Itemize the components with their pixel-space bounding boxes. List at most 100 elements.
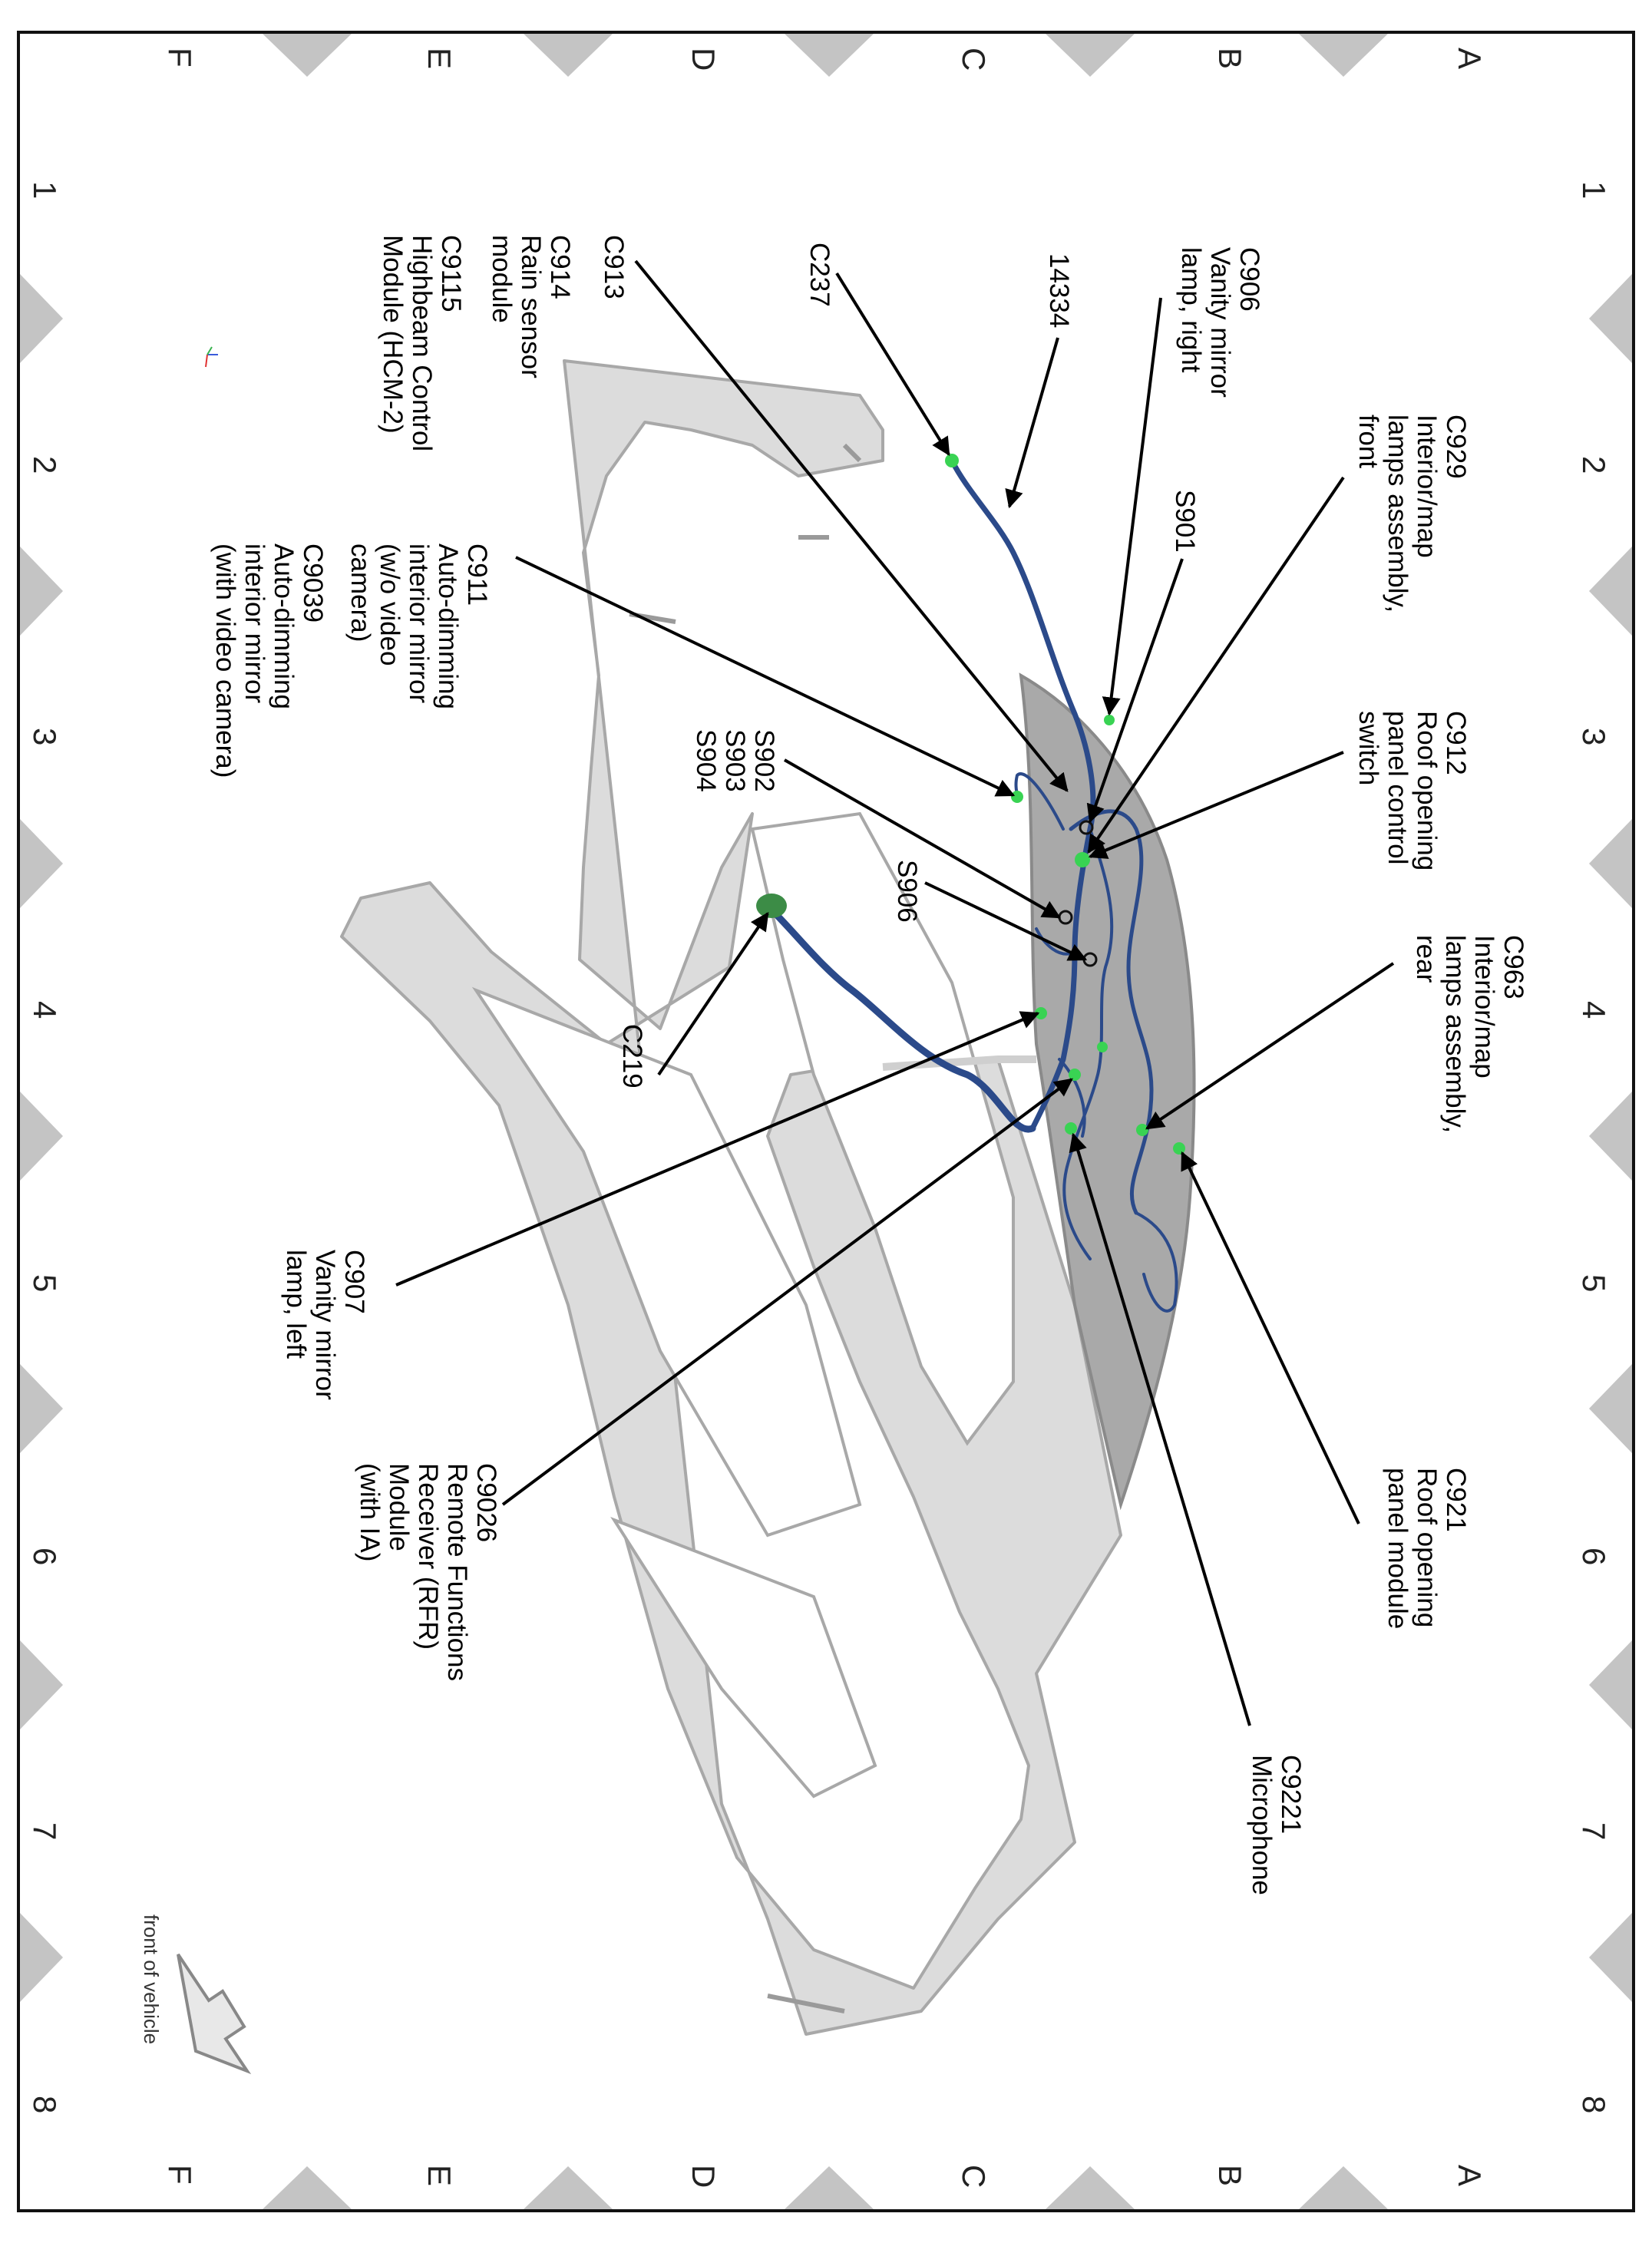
grid-column-label-left: 4 — [27, 1001, 63, 1019]
grid-marker — [1589, 1092, 1632, 1181]
grid-marker — [1589, 274, 1632, 363]
label-line: Auto-dimming — [269, 543, 299, 709]
label-line: S901 — [1170, 490, 1200, 553]
label-line: S902 — [749, 729, 779, 792]
label-line: lamps assembly, — [1440, 935, 1470, 1134]
connector-c9026 — [1069, 1069, 1081, 1081]
connector-c219 — [756, 894, 787, 918]
label-line: front — [1353, 415, 1383, 469]
label-line: lamp, right — [1176, 247, 1206, 373]
label-line: Rain sensor — [516, 235, 546, 378]
grid-column-label-right: 5 — [1576, 1274, 1612, 1293]
axis-triad — [205, 346, 218, 368]
label-line: 14334 — [1044, 253, 1074, 329]
label-line: S903 — [720, 729, 750, 792]
label-line: Roof opening — [1412, 711, 1442, 871]
grid-column-label-left: 6 — [27, 1548, 63, 1566]
label-line: C929 — [1441, 415, 1471, 479]
grid-column-label-right: 2 — [1576, 456, 1612, 474]
connector-c963 — [1136, 1124, 1148, 1136]
leader-c929 — [1087, 476, 1345, 854]
splice-s901 — [1079, 820, 1094, 835]
leader-c921 — [1181, 1151, 1360, 1525]
label-line: Module (HCM-2) — [378, 235, 408, 434]
label-line: (with video camera) — [210, 543, 240, 778]
grid-row-label-bottom: D — [686, 2165, 722, 2188]
grid-row-label-top: B — [1212, 48, 1248, 70]
diagram-frame — [17, 31, 1635, 2212]
grid-row-label-top: C — [956, 48, 992, 71]
label-line: C9221 — [1276, 1755, 1306, 1835]
grid-marker — [263, 2166, 352, 2209]
label-line: (with IA) — [355, 1463, 385, 1562]
grid-marker — [524, 2166, 613, 2209]
grid-marker — [20, 819, 63, 908]
connector-c237 — [945, 454, 959, 467]
front-of-vehicle-note: front of vehicle — [140, 1914, 163, 2045]
grid-column-label-right: 8 — [1576, 2096, 1612, 2114]
label-line: C911 — [462, 543, 492, 606]
leader-s902 — [784, 758, 1062, 919]
grid-column-label-right: 7 — [1576, 1822, 1612, 1841]
grid-column-label-right: 3 — [1576, 728, 1612, 746]
label-line: C9026 — [471, 1463, 501, 1543]
grid-marker — [1589, 1364, 1632, 1453]
label-line: switch — [1353, 711, 1383, 786]
leader-c912 — [1088, 751, 1344, 859]
label-line: lamps assembly, — [1383, 415, 1412, 613]
label-line: rear — [1411, 935, 1441, 983]
grid-row-label-bottom: B — [1212, 2165, 1248, 2187]
leader-c9026 — [501, 1078, 1073, 1506]
label-line: panel control — [1383, 711, 1412, 865]
label-c237: C237 — [805, 243, 834, 307]
leader-c237 — [835, 272, 950, 457]
label-s906: S906 — [892, 860, 922, 923]
label-line: Receiver (RFR) — [413, 1463, 443, 1650]
label-line: C912 — [1441, 711, 1471, 775]
grid-marker — [785, 2166, 874, 2209]
label-line: Interior/map — [1469, 935, 1499, 1079]
label-14334: 14334 — [1044, 253, 1074, 329]
connectors — [756, 454, 1185, 1155]
leader-c906 — [1102, 297, 1162, 716]
label-line: Auto-dimming — [433, 543, 463, 709]
leader-c907 — [395, 1011, 1040, 1287]
leader-s901 — [1086, 558, 1184, 824]
label-line: Remote Functions — [442, 1463, 472, 1682]
label-line: C237 — [805, 243, 834, 307]
label-line: Module — [384, 1463, 414, 1551]
grid-marker — [1589, 1640, 1632, 1729]
grid-row-label-top: D — [686, 48, 722, 71]
label-line: C913 — [599, 235, 629, 299]
label-line: panel module — [1383, 1468, 1412, 1630]
label-line: C914 — [545, 235, 575, 299]
grid-marker — [20, 1092, 63, 1181]
label-line: interior mirror — [240, 543, 269, 704]
grid-marker — [20, 274, 63, 363]
grid-column-label-left: 3 — [27, 728, 63, 746]
grid-marker — [20, 1913, 63, 2002]
label-line: C9039 — [298, 543, 328, 623]
leader-c9221 — [1069, 1132, 1251, 1726]
grid-marker — [524, 34, 613, 77]
grid-marker — [20, 1364, 63, 1453]
label-line: camera) — [345, 543, 375, 643]
grid-marker — [1589, 547, 1632, 636]
grid-row-label-top: E — [421, 48, 458, 70]
grid-column-label-left: 7 — [27, 1822, 63, 1841]
grid-marker — [1589, 1913, 1632, 2002]
label-line: C9115 — [436, 235, 466, 312]
label-line: C219 — [617, 1024, 647, 1088]
label-line: (w/o video — [375, 543, 405, 666]
grid-row-label-bottom: C — [956, 2165, 992, 2188]
